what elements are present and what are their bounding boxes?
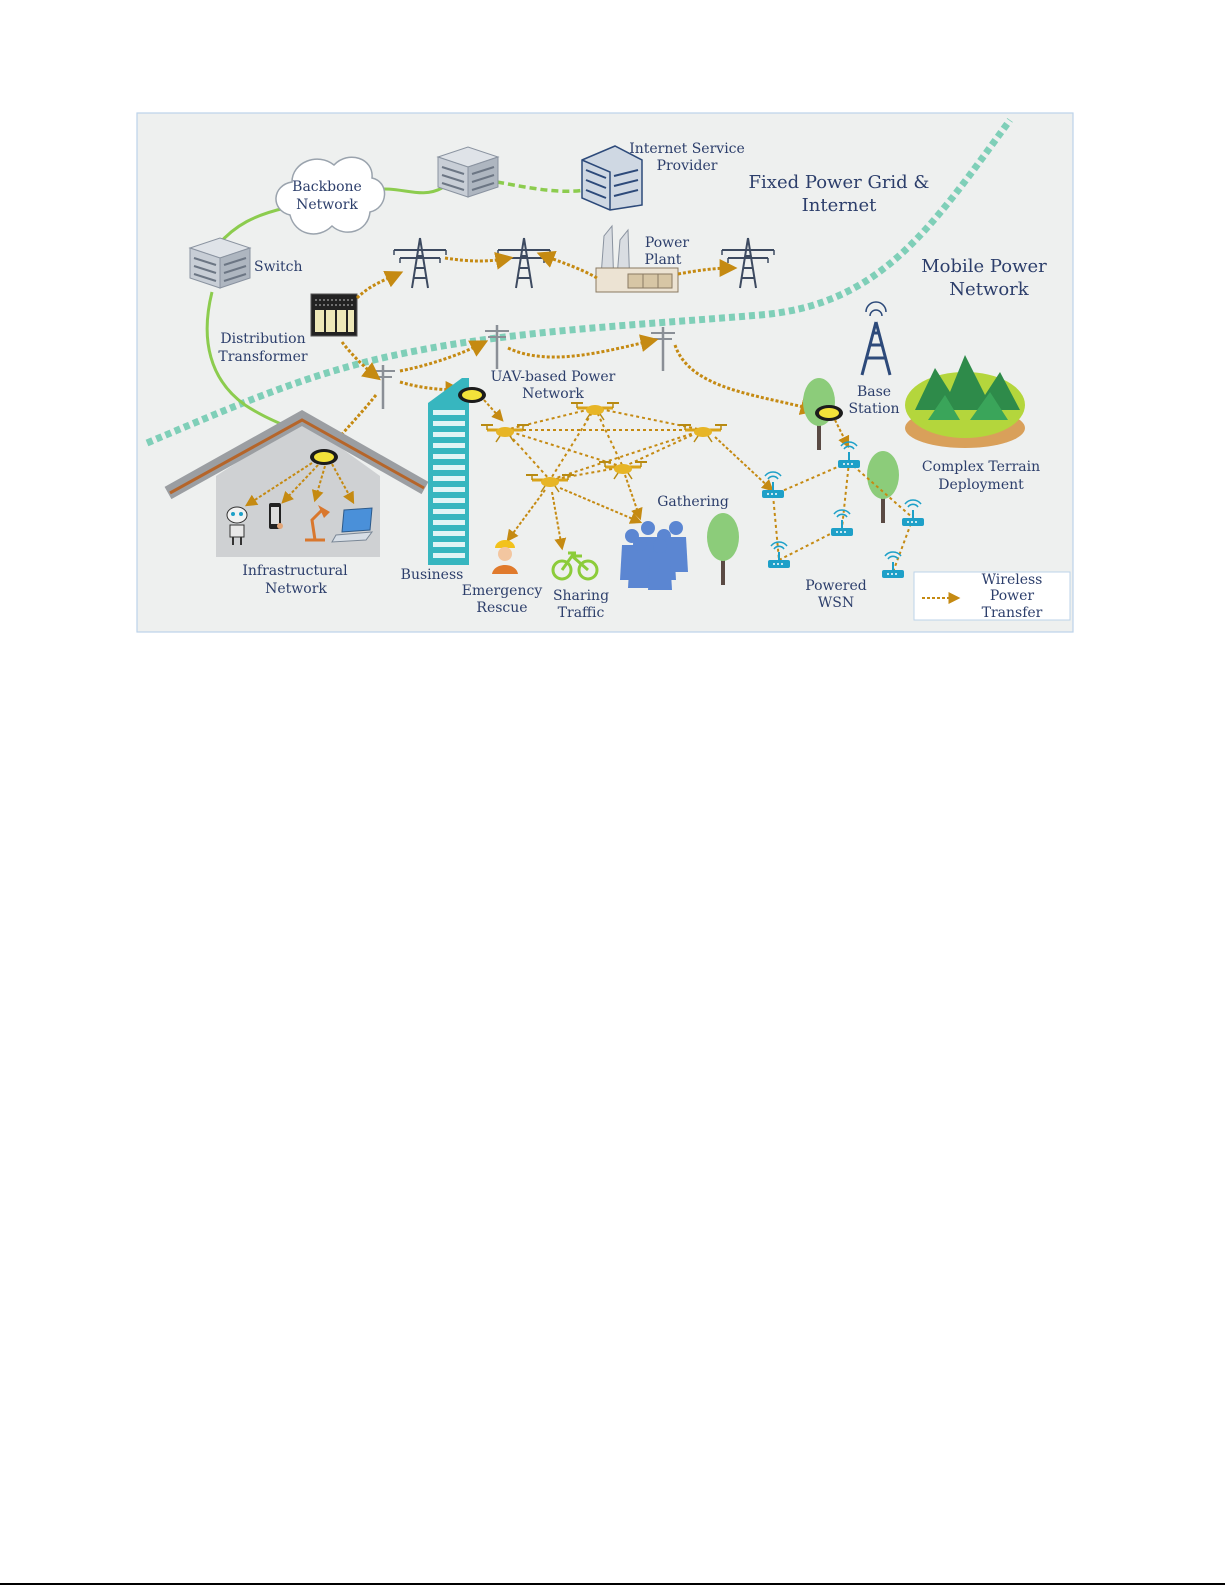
uav-network-label-1: UAV-based Power [491,369,616,385]
switch-label: Switch [254,259,303,275]
robot-icon [226,506,248,545]
emergency-label-2: Rescue [476,600,527,616]
isp-label-1: Internet Service [629,141,745,157]
distribution-transformer-icon [310,293,358,337]
bicycle-icon [551,551,599,581]
page-bottom-rule [0,1583,1225,1585]
wsn-power-links [772,461,914,573]
fixed-grid-title-1: Fixed Power Grid & [749,172,930,193]
internet-server-icon [437,146,499,198]
backbone-label-1: Backbone [292,179,362,195]
legend-line-2: Power [990,588,1035,604]
grid-power-flows [327,250,819,451]
wireless-charger-business-icon [458,387,486,403]
backbone-label-2: Network [296,197,358,213]
uav-service-flows [483,399,774,551]
base-station-tower-icon [860,301,892,376]
legend-line-3: Transfer [982,605,1043,621]
sharing-label-2: Traffic [558,605,605,621]
distribution-label-1: Distribution [220,331,305,347]
power-plant-label-2: Plant [645,252,682,268]
terrain-island-icon [905,355,1025,448]
complex-terrain-label-2: Deployment [938,477,1024,493]
power-plant-label-1: Power [645,235,690,251]
desk-lamp-icon [305,505,330,542]
powered-wsn-label-1: Powered [805,578,867,594]
sharing-label-1: Sharing [553,588,609,604]
wireless-charger-station-icon [815,405,843,421]
legend-line-1: Wireless [982,572,1043,588]
wired-link-server-isp [496,180,586,194]
complex-terrain-label-1: Complex Terrain [922,459,1040,475]
powered-wsn-label-2: WSN [818,595,854,611]
region-boundary [145,117,1013,447]
isp-label-2: Provider [657,158,718,174]
base-station-label-1: Base [857,384,891,400]
rescue-worker-icon [492,540,518,574]
legend: Wireless Power Transfer [913,571,1071,621]
laptop-icon [331,507,374,543]
house-icon [164,409,429,557]
infrastructural-label-1: Infrastructural [242,563,348,579]
business-label: Business [401,567,464,583]
isp-building-icon [581,145,643,211]
cloud-icon [275,156,386,235]
wireless-charger-house-icon [310,449,338,465]
gathering-label: Gathering [657,494,729,510]
emergency-label-1: Emergency [462,583,543,599]
fixed-grid-title-2: Internet [802,195,877,216]
smartphone-icon [269,503,283,529]
uav-network-label-2: Network [522,386,584,402]
mobile-power-title-1: Mobile Power [921,256,1047,277]
base-station-label-2: Station [848,401,899,417]
mobile-power-title-2: Network [949,279,1029,300]
power-plant-icon [595,224,679,293]
house-power-flows [244,462,355,507]
distribution-label-2: Transformer [218,349,307,365]
business-building-icon [428,378,469,565]
infrastructural-label-2: Network [265,581,327,597]
switch-server-icon [189,237,251,289]
